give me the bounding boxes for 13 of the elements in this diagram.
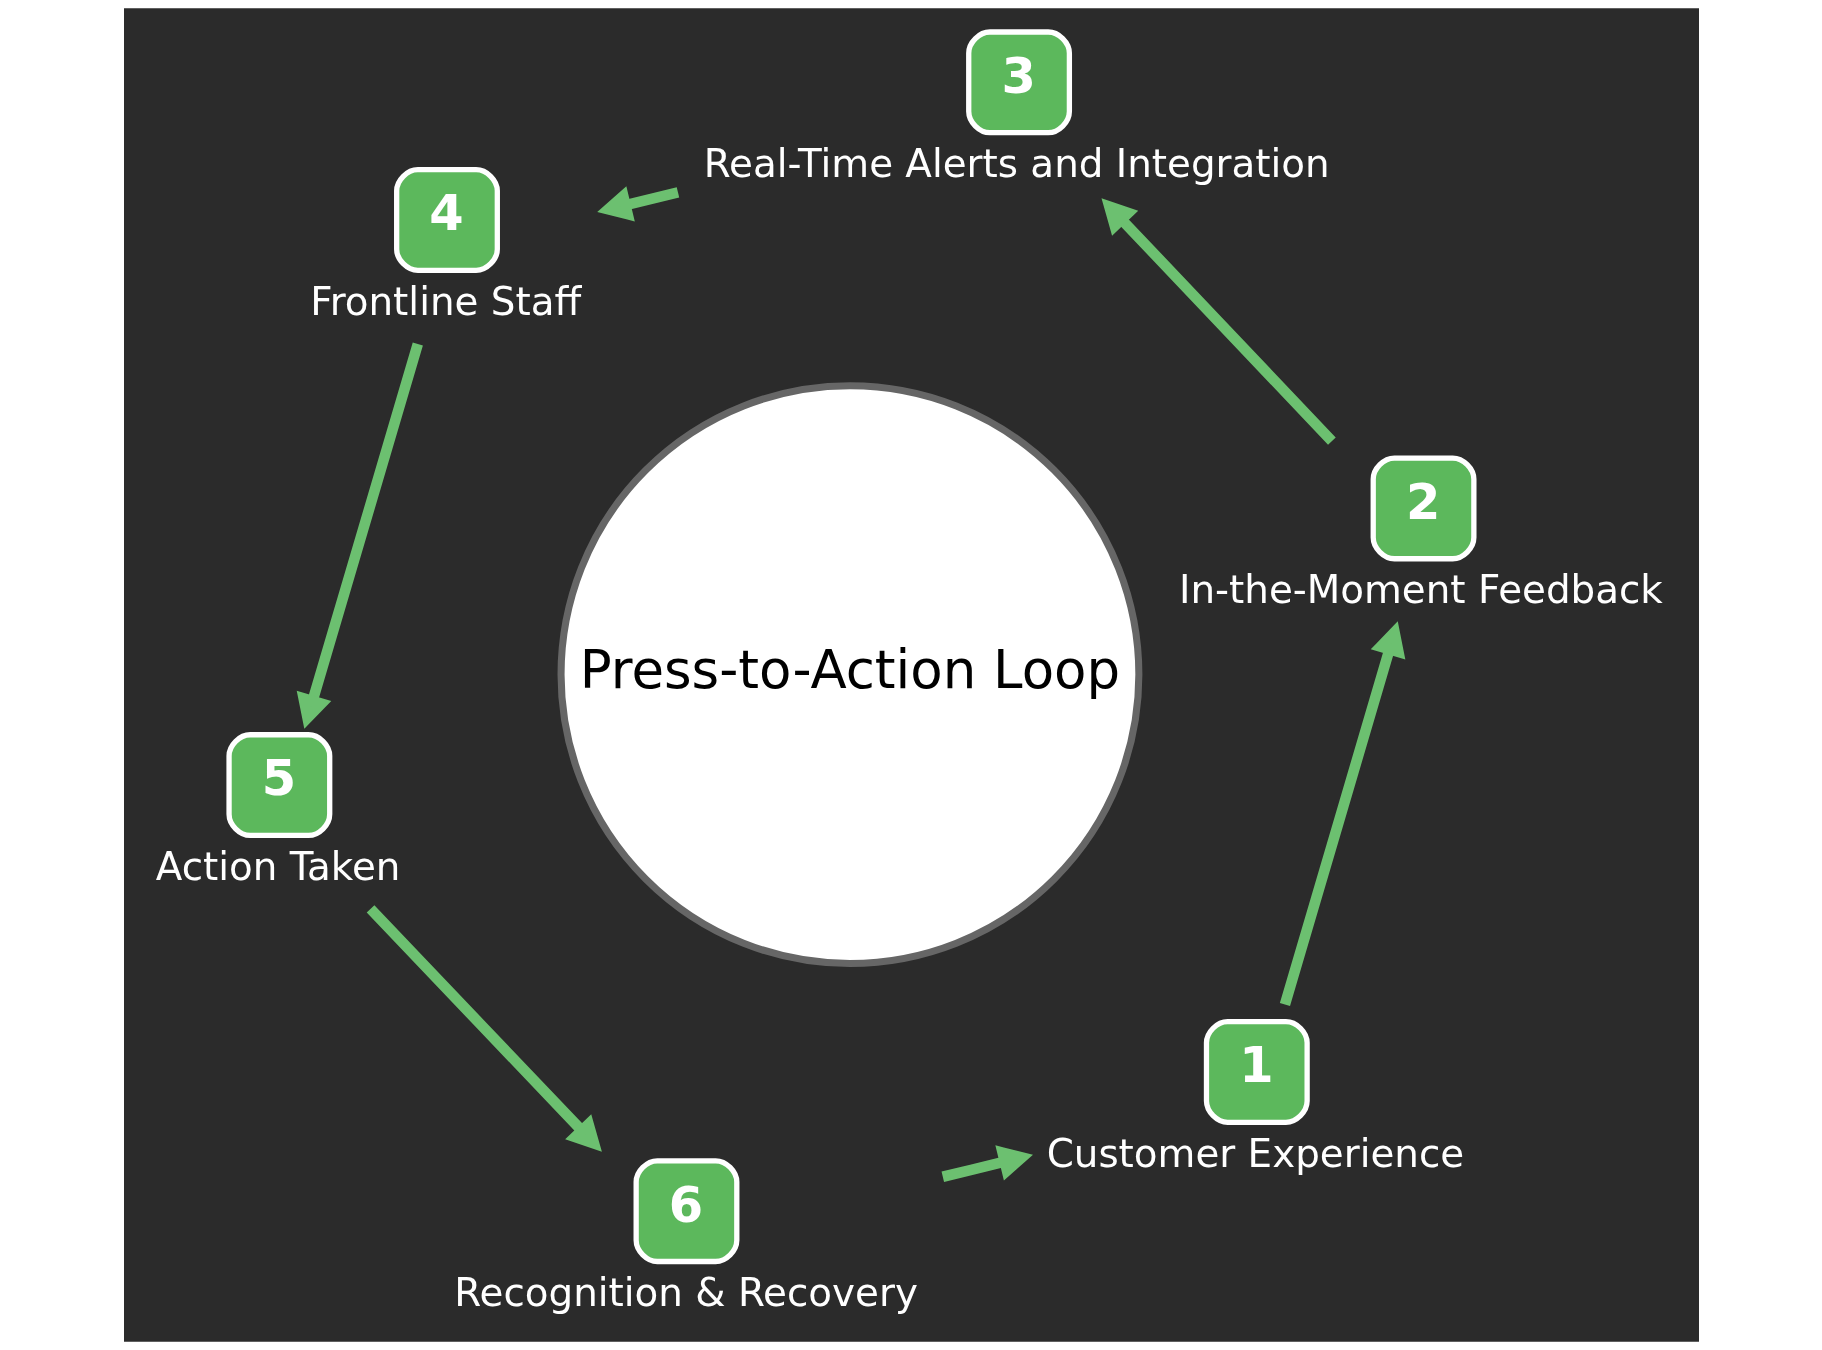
node-label: In-the-Moment Feedback <box>1178 567 1663 613</box>
arrow <box>366 905 602 1152</box>
node-label: Action Taken <box>155 843 400 889</box>
arrow <box>1101 198 1336 445</box>
arrow <box>1279 621 1405 1007</box>
node-label: Real-Time Alerts and Integration <box>703 140 1330 186</box>
arrow <box>596 186 679 222</box>
node-label: Recognition & Recovery <box>453 1269 918 1315</box>
node-label: Frontline Staff <box>309 278 581 324</box>
node-label: Customer Experience <box>1046 1130 1464 1176</box>
node-circle: Press-to-Action Loop <box>557 382 1142 968</box>
arrow <box>296 342 423 729</box>
arrow <box>941 1145 1033 1182</box>
